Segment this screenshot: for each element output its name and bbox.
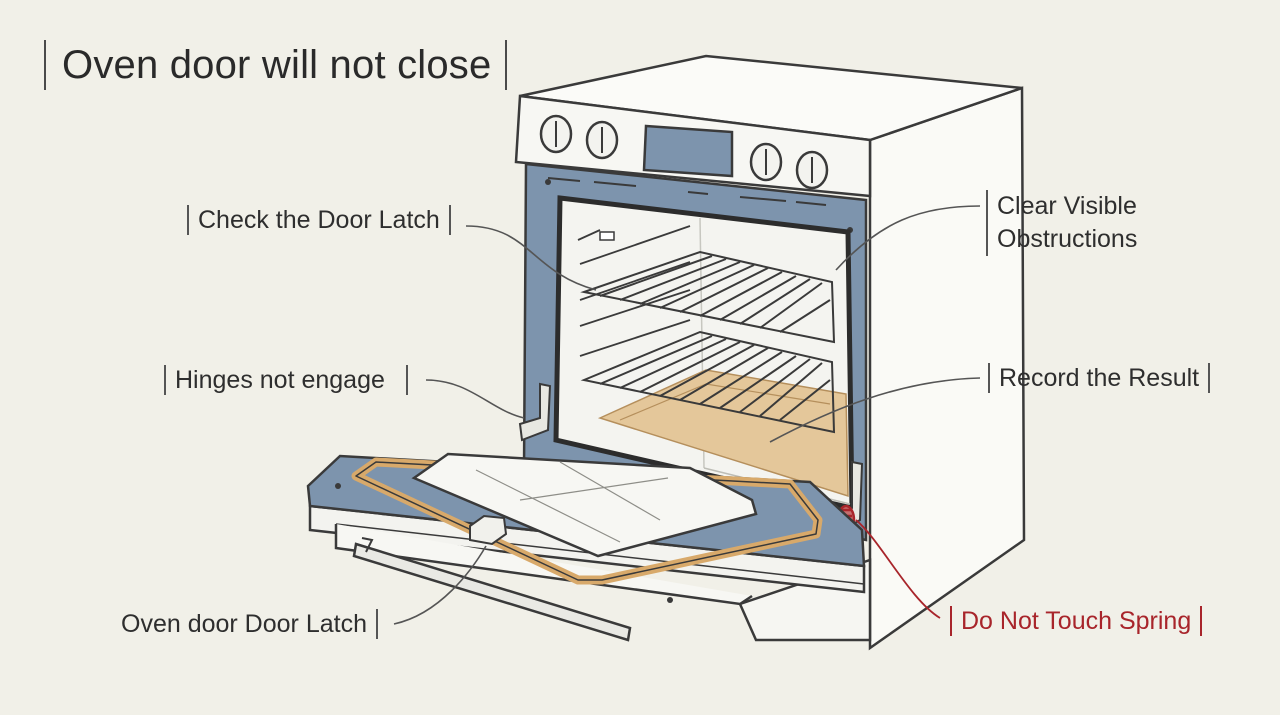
leader-check-latch <box>465 225 597 291</box>
knob-3-icon <box>749 142 783 182</box>
label-clear-line2: Obstructions <box>997 225 1138 253</box>
label-record-result: Record the Result <box>988 362 1211 394</box>
leader-spring <box>855 519 941 619</box>
knob-2-icon <box>585 120 619 160</box>
display-screen <box>642 124 734 178</box>
label-oven-door-latch: Oven door Door Latch <box>121 608 378 640</box>
left-hinge <box>518 382 552 442</box>
label-clear-obstructions: Clear Visible Obstructions <box>986 190 1137 256</box>
page-title: Oven door will not close <box>44 40 508 90</box>
label-do-not-touch-spring: Do Not Touch Spring <box>950 605 1203 637</box>
upper-rack <box>580 250 836 344</box>
knob-4-icon <box>795 150 829 190</box>
leader-record <box>769 377 981 443</box>
label-hinges: Hinges not engage <box>164 364 408 396</box>
leader-oven-latch <box>393 545 487 625</box>
lower-rack <box>580 330 836 434</box>
leader-hinges <box>425 379 525 419</box>
title-text: Oven door will not close <box>62 42 492 87</box>
label-check-latch: Check the Door Latch <box>187 204 451 236</box>
knob-1-icon <box>539 114 573 154</box>
door-latch-icon <box>469 514 508 546</box>
leader-clear <box>835 205 981 271</box>
door-handle <box>352 542 632 642</box>
label-clear-line1: Clear Visible <box>997 192 1137 220</box>
oven-floor <box>597 369 849 498</box>
door-window <box>411 452 758 558</box>
title-bar-left <box>44 40 46 90</box>
title-bar-right <box>505 40 508 90</box>
